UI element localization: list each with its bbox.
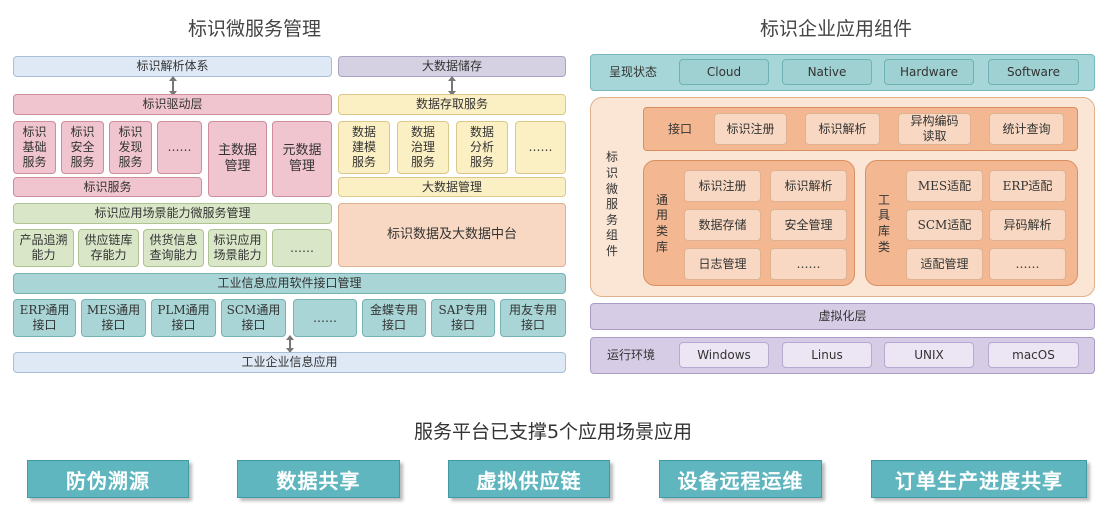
meta-data-mgmt: 元数据 管理 (272, 121, 332, 197)
scene-anti-counterfeit: 防伪溯源 (27, 460, 189, 498)
tool-scm-adapter: SCM适配 (906, 209, 983, 241)
app-scene-mgmt: 标识应用场景能力微服务管理 (13, 203, 332, 224)
common-resolve: 标识解析 (770, 170, 847, 202)
tool-code-parsing: 异码解析 (989, 209, 1066, 241)
platform-summary: 服务平台已支撑5个应用场景应用 (413, 421, 693, 443)
interface-register: 标识注册 (714, 113, 787, 145)
app-ability-scene: 标识应用 场景能力 (208, 229, 267, 267)
scene-remote-maintenance: 设备远程运维 (659, 460, 822, 498)
bigdata-storage: 大数据储存 (338, 56, 566, 77)
component-label: 标 识 微 服 务 组 件 (605, 150, 618, 258)
common-security: 安全管理 (770, 209, 847, 241)
mes-interface: MES通用 接口 (81, 299, 146, 337)
erp-interface: ERP通用 接口 (13, 299, 76, 337)
runtime-windows: Windows (679, 342, 769, 368)
runtime-unix: UNIX (884, 342, 974, 368)
data-governance-service: 数据 治理 服务 (397, 121, 449, 174)
interface-heterogeneous-code: 异构编码 读取 (898, 113, 971, 145)
tool-adapter-mgmt: 适配管理 (906, 248, 983, 280)
interface-label: 接口 (668, 122, 693, 136)
app-ability-supply-query: 供货信息 查询能力 (143, 229, 204, 267)
interface-statistics: 统计查询 (989, 113, 1064, 145)
tool-mes-adapter: MES适配 (906, 170, 983, 202)
master-data-mgmt: 主数据 管理 (208, 121, 267, 197)
scene-order-progress: 订单生产进度共享 (871, 460, 1087, 498)
updown-arrow-icon (448, 76, 456, 96)
scm-interface: SCM通用 接口 (221, 299, 286, 337)
scene-virtual-supply-chain: 虚拟供应链 (448, 460, 610, 498)
id-discovery-service: 标识 发现 服务 (109, 121, 152, 174)
sap-interface: SAP专用 接口 (431, 299, 495, 337)
bigdata-mgmt: 大数据管理 (338, 177, 566, 197)
presentation-cloud: Cloud (679, 59, 769, 85)
presentation-software: Software (988, 59, 1079, 85)
tool-erp-adapter: ERP适配 (989, 170, 1066, 202)
runtime-macos: macOS (988, 342, 1079, 368)
id-driver-layer: 标识驱动层 (13, 94, 332, 115)
common-more: …… (770, 248, 847, 280)
data-service-more: …… (515, 121, 566, 174)
presentation-label: 呈现状态 (609, 65, 658, 79)
runtime-label: 运行环境 (607, 348, 656, 362)
common-storage: 数据存储 (684, 209, 761, 241)
right-diagram-title: 标识企业应用组件 (760, 18, 913, 40)
id-service-more: …… (157, 121, 202, 174)
updown-arrow-icon (169, 76, 177, 96)
app-ability-more: …… (272, 229, 332, 267)
runtime-linus: Linus (782, 342, 872, 368)
data-analysis-service: 数据 分析 服务 (456, 121, 508, 174)
plm-interface: PLM通用 接口 (151, 299, 216, 337)
common-register: 标识注册 (684, 170, 761, 202)
id-service: 标识服务 (13, 177, 202, 197)
presentation-hardware: Hardware (884, 59, 974, 85)
updown-arrow-icon (286, 335, 294, 353)
interface-more: …… (293, 299, 357, 337)
left-diagram-title: 标识微服务管理 (188, 18, 322, 40)
app-ability-traceability: 产品追溯 能力 (13, 229, 74, 267)
data-modeling-service: 数据 建模 服务 (338, 121, 390, 174)
id-basic-service: 标识 基础 服务 (13, 121, 56, 174)
virtualization-layer: 虚拟化层 (590, 303, 1095, 330)
scene-data-sharing: 数据共享 (237, 460, 400, 498)
bigdata-platform: 标识数据及大数据中台 (338, 203, 566, 267)
id-parsing-system: 标识解析体系 (13, 56, 332, 77)
id-security-service: 标识 安全 服务 (61, 121, 104, 174)
tool-more: …… (989, 248, 1066, 280)
yonyou-interface: 用友专用 接口 (500, 299, 566, 337)
presentation-native: Native (782, 59, 872, 85)
common-library-label: 通 用 类 库 (655, 192, 668, 254)
industrial-apps: 工业企业信息应用 (13, 352, 566, 373)
interface-resolve: 标识解析 (805, 113, 880, 145)
data-access-service: 数据存取服务 (338, 94, 566, 115)
common-logging: 日志管理 (684, 248, 761, 280)
app-ability-supply-chain: 供应链库 存能力 (78, 229, 139, 267)
kingdee-interface: 金蝶专用 接口 (362, 299, 426, 337)
tool-library-label: 工 具 库 类 (877, 192, 890, 254)
industrial-interface-mgmt: 工业信息应用软件接口管理 (13, 273, 566, 294)
